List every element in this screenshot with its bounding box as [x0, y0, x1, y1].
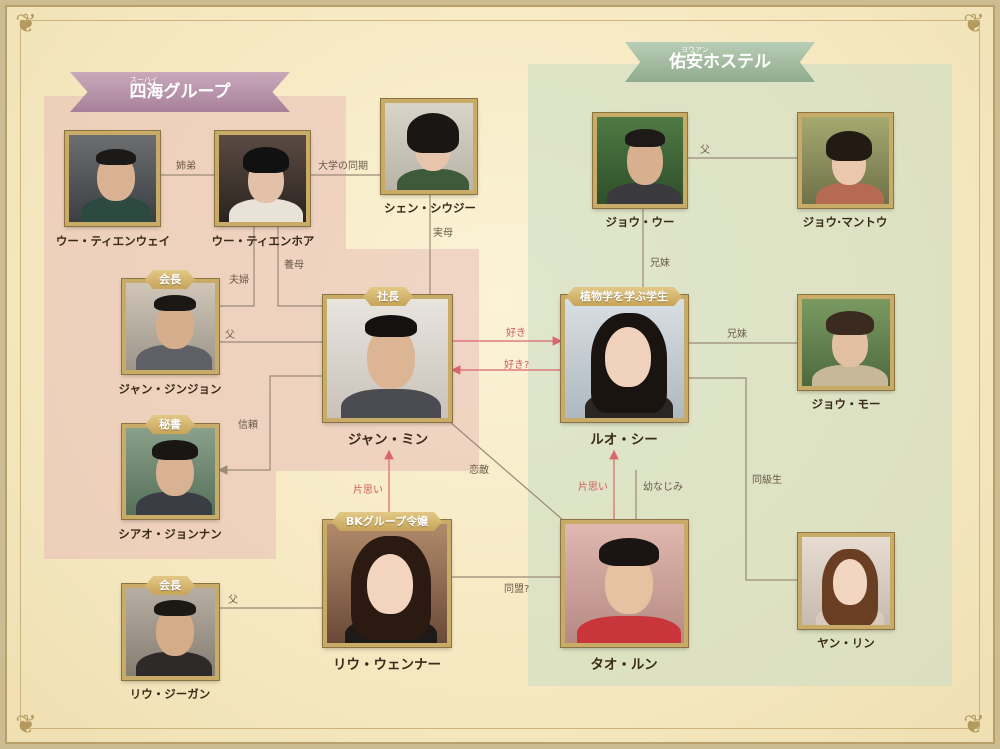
portrait-xiao-zhongnan	[122, 424, 219, 519]
relation-label: 夫婦	[229, 275, 249, 286]
name-zhou-mantou: ジョウ·マントウ	[802, 215, 888, 229]
relation-label: 姉弟	[176, 161, 196, 172]
name-jiang-min: ジャン・ミン	[347, 432, 429, 448]
line-rival	[449, 421, 564, 521]
corner-ornament-icon: ❦	[15, 9, 37, 39]
relation-label: 兄妹	[650, 258, 670, 269]
relation-label-red: 好き	[506, 328, 526, 339]
name-xiao-zhongnan: シアオ・ジョンナン	[118, 527, 222, 541]
relation-label: 養母	[284, 260, 304, 271]
portrait-wu-tianhua	[215, 131, 310, 226]
relation-label: 父	[225, 330, 235, 341]
relation-label: 実母	[433, 228, 453, 239]
portrait-jiang-jinzhong	[122, 279, 219, 374]
frame-border	[20, 20, 980, 729]
relation-label-red: 好き?	[504, 360, 530, 371]
relation-label: 兄妹	[727, 329, 747, 340]
sihai-group-banner: 四海グループ	[70, 72, 290, 112]
youan-group-banner: 佑安ホステル	[625, 42, 815, 82]
badge-chairman: 会長	[145, 576, 195, 595]
badge-heiress: BKグループ令嬢	[332, 512, 442, 531]
name-yang-lin: ヤン・リン	[817, 636, 875, 650]
portrait-zhou-wu	[593, 113, 687, 208]
portrait-shen-shuoji	[381, 99, 477, 194]
portrait-zhou-mantou	[798, 113, 893, 208]
relation-label: 恋敵	[469, 465, 489, 476]
line-trust	[217, 371, 334, 475]
relation-label: 大学の同期	[318, 161, 368, 172]
youan-ruby: ヨウアン	[681, 46, 709, 54]
corner-ornament-icon: ❦	[15, 710, 37, 740]
sihai-ruby: スーハイ	[130, 76, 158, 84]
name-jiang-jinzhong: ジャン・ジンジョン	[118, 382, 222, 396]
line-schoolmate	[686, 377, 800, 581]
name-zhou-wu: ジョウ・ウー	[605, 215, 675, 229]
relation-label-red: 片思い	[353, 485, 383, 496]
name-zhou-mo: ジョウ・モー	[811, 397, 881, 411]
relation-label: 父	[228, 595, 238, 606]
line-adoptive	[277, 225, 325, 307]
portrait-zhou-mo	[798, 295, 894, 390]
badge-secretary: 秘書	[145, 415, 195, 434]
name-wu-tianhua: ウー・ティエンホア	[211, 234, 315, 248]
portrait-yang-lin	[798, 533, 894, 629]
name-liu-jigan: リウ・ジーガン	[129, 687, 211, 701]
portrait-liu-wenna	[323, 520, 451, 647]
corner-ornament-icon: ❦	[963, 710, 985, 740]
relation-label: 同級生	[752, 475, 782, 486]
name-wu-tianwei: ウー・ティエンウェイ	[55, 234, 171, 248]
portrait-tao-lun	[561, 520, 688, 647]
youan-group-label: 佑安ホステル	[669, 52, 771, 72]
portrait-liu-jigan	[122, 584, 219, 680]
relation-label-red: 片思い	[578, 482, 608, 493]
portrait-wu-tianwei	[65, 131, 160, 226]
corner-ornament-icon: ❦	[963, 9, 985, 39]
name-luo-xi: ルオ・シー	[590, 432, 658, 448]
line-couple	[219, 225, 255, 307]
name-shen-shuoji: シェン・シウジー	[384, 201, 476, 215]
badge-president: 社長	[363, 287, 413, 306]
name-liu-wenna: リウ・ウェンナー	[333, 657, 441, 673]
badge-student: 植物学を学ぶ学生	[566, 287, 682, 306]
badge-chairman: 会長	[145, 270, 195, 289]
name-tao-lun: タオ・ルン	[590, 657, 658, 673]
relation-label: 信頼	[238, 420, 258, 431]
portrait-jiang-min	[323, 295, 452, 422]
relation-label: 父	[700, 145, 710, 156]
portrait-luo-xi	[561, 295, 688, 422]
relation-label: 同盟?	[504, 584, 530, 595]
relation-label: 幼なじみ	[643, 482, 683, 493]
sihai-group-label: 四海グループ	[129, 82, 231, 102]
